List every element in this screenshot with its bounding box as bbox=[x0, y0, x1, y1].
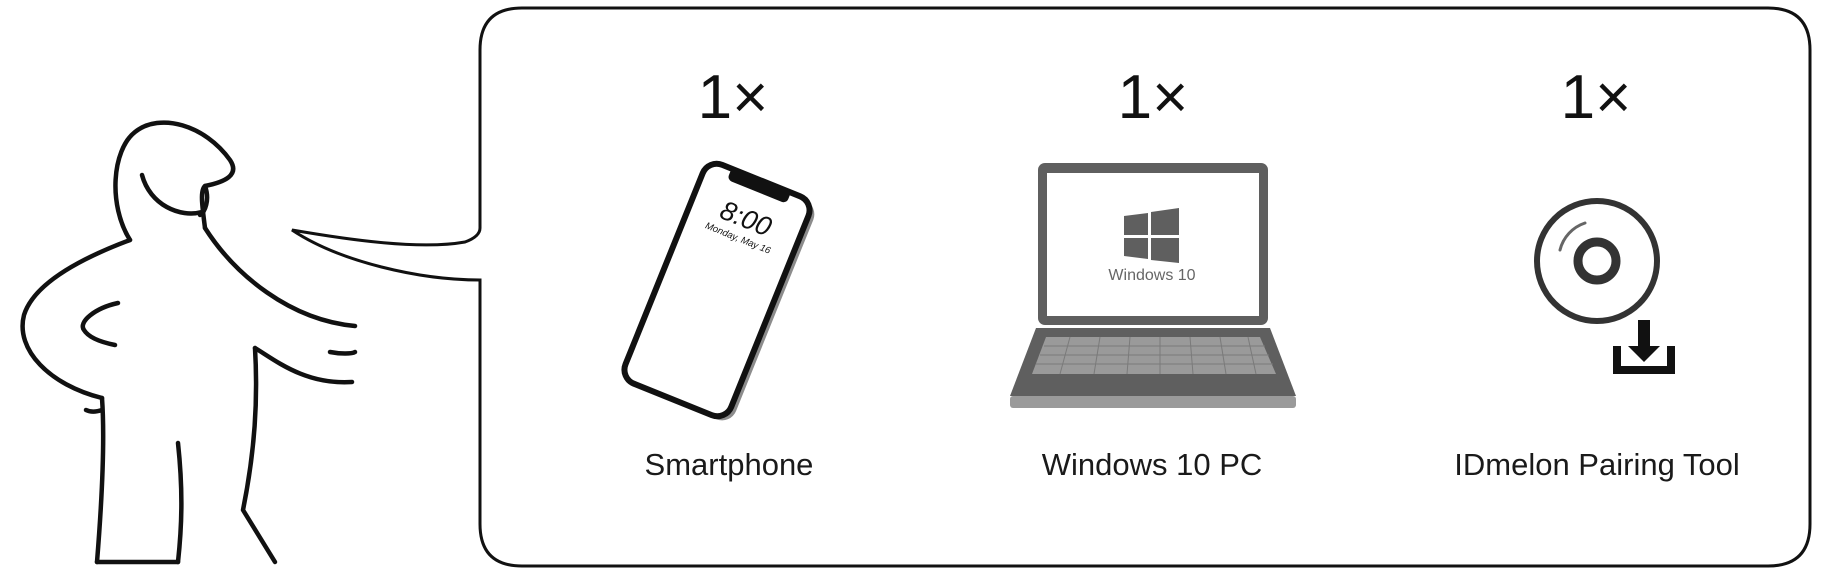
keyboard-keys bbox=[1036, 336, 1273, 375]
label-windows-pc: Windows 10 PC bbox=[1042, 447, 1263, 482]
label-pairing-tool: IDmelon Pairing Tool bbox=[1454, 447, 1739, 482]
download-icon bbox=[1628, 320, 1660, 362]
laptop-icon: Windows 10 bbox=[1010, 163, 1296, 408]
quantity-windows-pc: 1× bbox=[1118, 63, 1189, 132]
disc-download-icon bbox=[1534, 198, 1675, 374]
os-label: Windows 10 bbox=[1108, 267, 1195, 284]
quantity-pairing-tool: 1× bbox=[1561, 63, 1632, 132]
smartphone-icon: 8:00 Monday, May 16 bbox=[621, 160, 815, 421]
figure-character bbox=[20, 120, 358, 565]
label-smartphone: Smartphone bbox=[645, 447, 814, 482]
quantity-smartphone: 1× bbox=[698, 63, 769, 132]
windows-logo-icon bbox=[1124, 208, 1179, 263]
